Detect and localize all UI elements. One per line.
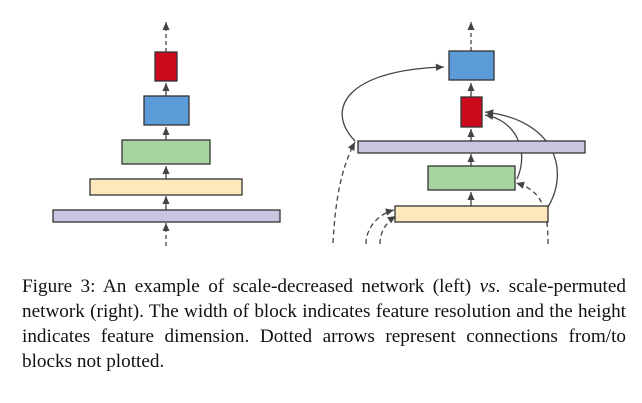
figure-caption: Figure 3: An example of scale-decreased …	[22, 274, 626, 374]
dotted-connection-arrow	[515, 181, 549, 245]
blue-block	[448, 50, 495, 81]
blue-block	[143, 95, 190, 126]
lavender-block	[52, 209, 281, 223]
skip-connection-arrow	[484, 109, 558, 208]
yellow-block	[394, 205, 549, 223]
dotted-connection-arrow	[365, 208, 395, 245]
dotted-connection-arrow	[379, 215, 397, 245]
figure-diagram	[52, 22, 586, 246]
red-block	[154, 51, 178, 82]
lavender-block	[357, 140, 586, 154]
red-block	[460, 96, 483, 128]
caption-rest: . scale-permuted network (right). The wi…	[22, 276, 626, 372]
green-block	[427, 165, 516, 191]
scale-permuted-network	[332, 22, 586, 245]
caption-vs: vs	[479, 276, 496, 297]
skip-connection-arrow	[341, 63, 445, 142]
caption-lead: Figure 3: An example of scale-decreased …	[22, 276, 480, 297]
dotted-connection-arrow	[332, 141, 356, 244]
yellow-block	[89, 178, 243, 196]
green-block	[121, 139, 211, 165]
scale-decreased-network	[52, 22, 281, 246]
skip-connection-arrow	[484, 112, 523, 180]
